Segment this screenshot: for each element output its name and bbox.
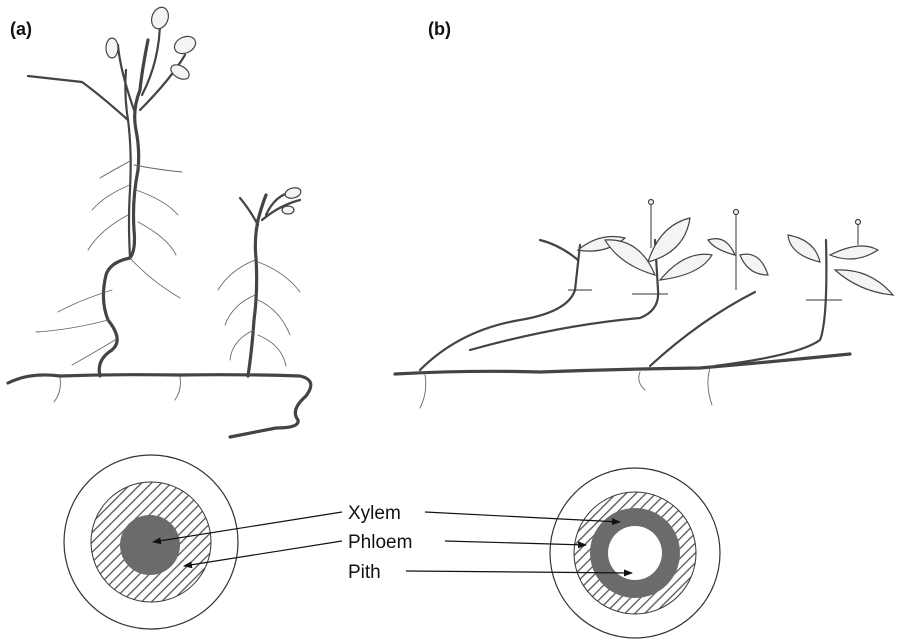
stake-b-1-top [649,200,654,205]
legend-phloem: Phloem [348,532,412,553]
legend-xylem: Xylem [348,503,401,524]
xylem-core-left [120,515,180,575]
plant-drawing-b [395,200,893,409]
pith-right [608,526,662,580]
rhizome-a [8,375,311,437]
leaf-a-6 [282,206,294,214]
leaf-a-5 [284,186,302,200]
rhizome-b [395,354,850,374]
leaf-a-4 [168,62,191,82]
roots-b [420,368,712,408]
plant-drawing-a [8,5,311,437]
leaf-b-9 [835,270,893,295]
stake-b-2-top [734,210,739,215]
branch-a-5 [240,198,258,225]
leaf-a-3 [106,38,118,58]
leaf-a-2 [172,33,199,57]
stake-b-3-top [856,220,861,225]
runner-b-3 [650,292,755,366]
roots-a [36,160,300,402]
leaf-b-7 [788,235,820,262]
leaf-b-3 [605,240,655,275]
leaf-a-1 [149,5,172,31]
leaf-b-4 [660,254,712,280]
branch-a-1 [28,76,128,120]
panel-label-b: (b) [428,19,451,39]
leaf-b-5 [740,254,768,275]
panel-label-a: (a) [10,19,32,39]
cross-section-right [550,468,720,638]
leaf-b-8 [830,246,878,259]
legend-pith: Pith [348,562,381,583]
runner-b-1 [420,245,580,370]
cross-section-left [64,455,238,629]
leaf-b-6 [708,239,735,255]
main-shoot-a [99,40,148,376]
shoot-b-1 [540,240,578,260]
